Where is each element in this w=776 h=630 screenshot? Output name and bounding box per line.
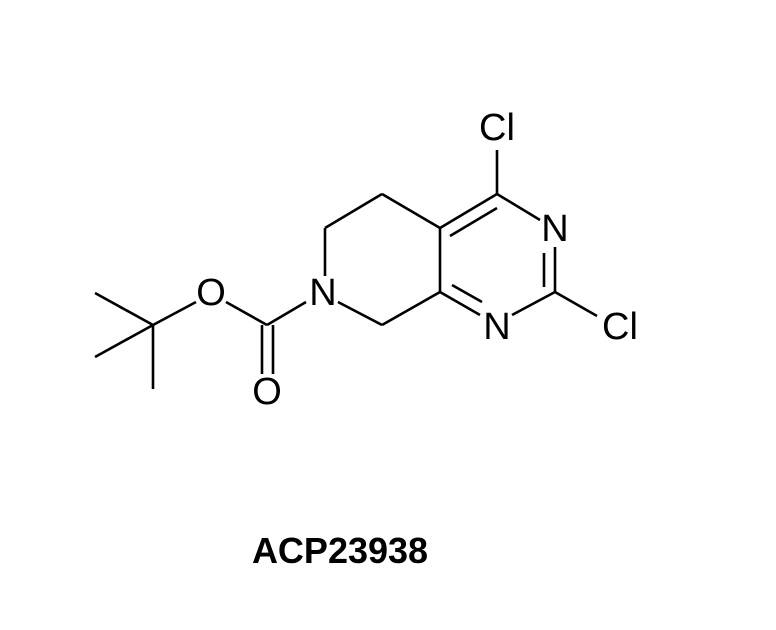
bond	[554, 290, 598, 318]
atom-label: N	[483, 306, 510, 348]
bond	[266, 300, 307, 327]
bond	[451, 283, 483, 304]
bond	[496, 192, 541, 222]
atom-label: Cl	[602, 306, 638, 348]
bond	[439, 290, 481, 317]
bond	[439, 192, 498, 230]
bond	[381, 192, 441, 230]
bond	[449, 206, 498, 238]
atom-label: O	[196, 272, 226, 314]
bond	[225, 300, 268, 327]
bond	[511, 290, 556, 317]
atom-label: N	[541, 208, 568, 250]
bond	[381, 290, 441, 327]
bond	[94, 291, 154, 327]
atom-label: Cl	[479, 107, 515, 149]
bond	[337, 300, 383, 327]
atom-label: O	[252, 371, 282, 413]
atom-label: N	[309, 272, 336, 314]
bond	[94, 323, 154, 359]
bond	[324, 192, 383, 230]
compound-id-label: ACP23938	[251, 530, 429, 571]
bond	[152, 300, 197, 327]
